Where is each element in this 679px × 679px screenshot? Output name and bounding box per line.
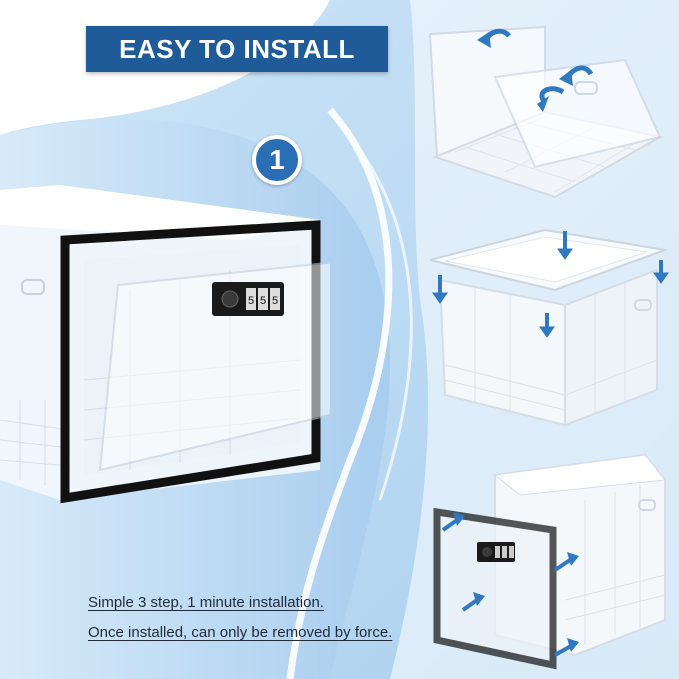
page-title: EASY TO INSTALL <box>119 33 355 64</box>
attach-arrow-icon <box>553 558 572 572</box>
caption-removal: Once installed, can only be removed by f… <box>88 624 393 641</box>
caption-installation: Simple 3 step, 1 minute installation. <box>88 594 324 611</box>
step-number-badge: 1 <box>252 135 302 185</box>
lock-digit: 5 <box>272 295 278 307</box>
step2-lid-photo <box>429 228 669 427</box>
main-box-photo: 5 5 5 <box>0 185 330 504</box>
step1-fold-photo <box>428 25 663 199</box>
step3-door-photo <box>433 453 666 670</box>
lock-digit: 5 <box>260 295 266 307</box>
title-banner: EASY TO INSTALL <box>86 26 388 72</box>
attach-arrow-icon <box>461 598 479 612</box>
attach-arrow-icon <box>554 644 572 657</box>
rotate-arrow-icon <box>539 86 565 104</box>
attach-arrow-icon <box>441 518 459 532</box>
step-number: 1 <box>269 144 285 175</box>
lock-digit: 5 <box>248 295 254 307</box>
